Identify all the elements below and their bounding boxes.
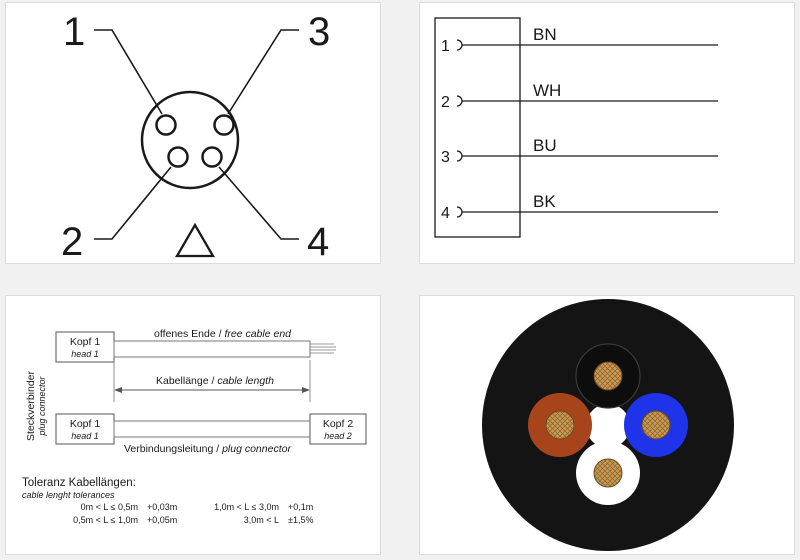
tolerance-value: ±1,5% bbox=[288, 515, 313, 525]
connection-label: Verbindungsleitung / plug connector bbox=[124, 443, 291, 455]
head-1-label: Kopf 1 bbox=[70, 336, 101, 348]
triangle-coding-icon bbox=[175, 222, 215, 258]
head-1-box bbox=[55, 331, 115, 363]
cable-dimension-diagram: Steckverbinder plug connector Kopf 1 hea… bbox=[22, 328, 367, 525]
wiring-panel: 1 BN 2 WH 3 BU 4 BK bbox=[419, 2, 795, 264]
pinout-panel: 1 3 2 4 bbox=[5, 2, 381, 264]
head-2-label: Kopf 2 bbox=[323, 418, 354, 430]
connector-housing bbox=[434, 17, 521, 238]
head-1-label-en: head 1 bbox=[71, 349, 99, 359]
pin-1-contact-icon bbox=[456, 39, 463, 51]
black-core-outline bbox=[575, 343, 641, 409]
pinout-diagram: 1 3 2 4 bbox=[61, 10, 330, 264]
free-cable bbox=[113, 340, 311, 358]
tolerance-range: 0m < L ≤ 0,5m bbox=[81, 502, 138, 512]
tolerance-title-en: cable lenght tolerances bbox=[22, 490, 115, 500]
connection-cable bbox=[113, 420, 311, 438]
tolerance-value: +0,05m bbox=[147, 515, 177, 525]
wiring-pin-3-number: 3 bbox=[441, 149, 450, 166]
head-2-label-en: head 2 bbox=[324, 431, 352, 441]
wiring-pin-4-number: 4 bbox=[441, 205, 450, 222]
tolerance-value: +0,03m bbox=[147, 502, 177, 512]
pin-1-leader bbox=[94, 29, 163, 115]
head-1b-label: Kopf 1 bbox=[70, 418, 101, 430]
arrowhead-right-icon bbox=[302, 387, 310, 393]
head-1b-label-en: head 1 bbox=[71, 431, 99, 441]
blue-core-conductor bbox=[641, 410, 671, 440]
pin-1-label: 1 bbox=[63, 10, 85, 54]
tolerance-range: 1,0m < L ≤ 3,0m bbox=[214, 502, 279, 512]
wire-1-color-label: BN bbox=[533, 25, 557, 44]
head-1-box-b bbox=[55, 413, 115, 445]
white-core-conductor bbox=[593, 458, 623, 488]
pin-4-leader bbox=[218, 166, 299, 240]
pin-3-contact-icon bbox=[456, 150, 463, 162]
pin-1-socket bbox=[155, 114, 177, 136]
head-2-box bbox=[309, 413, 367, 445]
tolerance-title: Toleranz Kabellängen: bbox=[22, 477, 136, 489]
pin-2-socket bbox=[167, 146, 189, 168]
pin-3-label: 3 bbox=[308, 10, 330, 54]
free-end-label: offenes Ende / free cable end bbox=[154, 328, 292, 340]
pin-2-leader bbox=[94, 166, 172, 240]
pin-3-socket bbox=[213, 114, 235, 136]
pin-4-label: 4 bbox=[307, 220, 329, 264]
connector-face bbox=[140, 90, 240, 190]
tolerance-value: +0,1m bbox=[288, 502, 313, 512]
pin-3-leader bbox=[227, 29, 299, 115]
arrowhead-left-icon bbox=[114, 387, 122, 393]
brown-core-conductor bbox=[545, 410, 575, 440]
black-core-conductor bbox=[593, 361, 623, 391]
wire-2-color-label: WH bbox=[533, 81, 561, 100]
cable-length-label: Kabellänge / cable length bbox=[156, 375, 274, 387]
wire-3-color-label: BU bbox=[533, 136, 557, 155]
wiring-pin-1-number: 1 bbox=[441, 38, 450, 55]
wiring-pin-2-number: 2 bbox=[441, 94, 450, 111]
pin-2-label: 2 bbox=[61, 220, 83, 264]
tolerance-range: 0,5m < L ≤ 1,0m bbox=[73, 515, 138, 525]
side-label-en: plug connector bbox=[37, 375, 47, 436]
wiring-diagram: 1 BN 2 WH 3 BU 4 BK bbox=[434, 17, 718, 238]
core-filler bbox=[586, 404, 630, 448]
pin-4-contact-icon bbox=[456, 206, 463, 218]
pin-4-socket bbox=[201, 146, 223, 168]
tolerance-range: 3,0m < L bbox=[244, 515, 279, 525]
side-label: Steckverbinder bbox=[25, 370, 37, 441]
wire-4-color-label: BK bbox=[533, 192, 556, 211]
cable-cross-section bbox=[482, 299, 734, 551]
cable-dimension-panel: Steckverbinder plug connector Kopf 1 hea… bbox=[5, 295, 381, 555]
cross-section-panel bbox=[419, 295, 795, 555]
pin-2-contact-icon bbox=[456, 95, 463, 107]
